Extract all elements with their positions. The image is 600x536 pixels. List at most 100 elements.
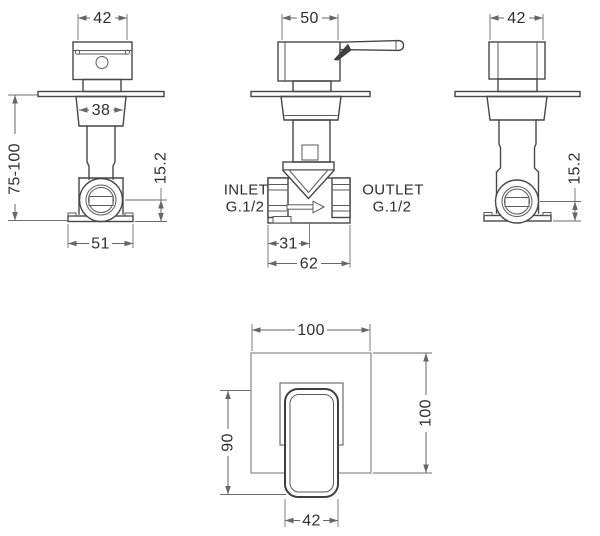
fitting-outline [267, 177, 289, 219]
valve-neck-tube [292, 119, 331, 163]
tube-right-edge [112, 125, 116, 180]
dim-escutcheon-width: 38 [79, 102, 123, 119]
dim-label-bg [89, 237, 112, 250]
wall-plate-edge [454, 90, 581, 98]
bracket-tab-left [483, 212, 493, 216]
handle-face [284, 388, 339, 498]
handle-cap [488, 41, 546, 80]
escutcheon-collar [75, 95, 127, 127]
dim-plate-width: 100 [251, 322, 371, 351]
body-shoulder [282, 161, 335, 171]
cap-screw-hole [95, 56, 109, 69]
dim-label-handle-width: 42 [302, 513, 320, 530]
valve-neck-tube [495, 119, 540, 173]
dim-right-handle-width: 42 [489, 10, 544, 40]
valve-mid-circle [85, 184, 117, 216]
dim-label-center-to-bracket: 15.2 [153, 152, 170, 184]
dim-install-depth: 75-100 [7, 94, 68, 221]
valve-slot [88, 196, 114, 206]
valve-cartridge-face [494, 179, 540, 224]
dim-label-bg [279, 237, 299, 250]
dim-label-bg [297, 11, 322, 25]
handle-stem [292, 80, 332, 93]
cap-corner-notch-left [74, 49, 81, 55]
outlet-thread-label: G.1/2 [373, 199, 412, 216]
fitting-outline [331, 177, 351, 219]
dim-handle-face-width: 42 [284, 499, 339, 530]
dim-label-bg [89, 103, 113, 117]
hex-fitting-outlet [331, 177, 351, 219]
dim-label-bg [504, 11, 529, 25]
flow-direction-arrow [286, 200, 326, 214]
collar-outline [280, 95, 342, 121]
dim-center-to-bracket-right: 15.2 [540, 152, 584, 222]
escutcheon-collar [486, 95, 548, 121]
handle-cap [72, 41, 133, 81]
dim-bracket-width: 51 [67, 224, 134, 253]
inlet-label: INLET [224, 182, 269, 199]
wall-plate-edge [37, 90, 165, 98]
valve-neck-tube [86, 125, 116, 180]
dim-inlet-to-center: 31 [268, 236, 310, 253]
dim-label-bg [295, 323, 327, 337]
wall-plate-edge [250, 90, 371, 98]
face-front-view: 100 100 90 42 [220, 322, 435, 530]
left-side-view: 42 38 51 75-100 15 [7, 10, 170, 253]
hex-fitting-inlet [267, 177, 289, 219]
dim-label-bg [300, 514, 323, 527]
escutcheon-collar [280, 95, 342, 121]
dim-handle-width-front: 50 [281, 10, 339, 40]
lever-handle [277, 39, 405, 82]
dim-label-install-depth: 75-100 [7, 143, 24, 195]
arrow-head [312, 200, 326, 214]
cartridge-square-port [301, 144, 319, 161]
tube-right-edge [533, 119, 540, 173]
dim-label-escutcheon-width: 38 [92, 102, 110, 119]
dim-label-center-to-bracket: 15.2 [567, 152, 584, 184]
lever-arm [339, 39, 405, 52]
outlet-label: OUTLET [362, 182, 424, 199]
dim-label-bg [297, 257, 321, 270]
dim-label-plate-width: 100 [297, 322, 325, 339]
mixing-funnel [282, 169, 335, 200]
dim-label-bracket-width: 51 [91, 236, 109, 253]
front-center-view: 50 31 62 INLET G.1/2 OUTLET G.1/2 [224, 10, 424, 273]
bracket-tab-left [67, 212, 77, 217]
handle-stem [497, 78, 538, 93]
valve-slot [504, 197, 530, 207]
tube-left-edge [86, 125, 90, 180]
valve-mid-circle [501, 186, 533, 217]
dim-plate-height: 100 [373, 352, 435, 474]
right-side-view: 42 15.2 [454, 10, 584, 224]
funnel-mask [283, 170, 334, 199]
handle-outer-outline [284, 388, 339, 498]
funnel-outer-v [282, 169, 335, 200]
inlet-label-group: INLET G.1/2 [224, 182, 269, 216]
dim-label-bg [419, 395, 433, 432]
handle-stem [82, 78, 122, 93]
valve-cartridge-face [78, 177, 124, 223]
handle-base [277, 41, 341, 82]
arrow-shaft [286, 204, 314, 210]
cap-corner-notch-right [124, 49, 131, 55]
handle-cap-outline [72, 41, 133, 81]
lever-pivot-wedge [333, 43, 352, 61]
dim-label-bg [7, 134, 23, 204]
body-foot-tab [272, 216, 292, 224]
dim-label-bg [221, 429, 235, 456]
dim-label-body-width: 62 [300, 256, 318, 273]
bracket-tab-right [124, 212, 134, 217]
dim-label-plate-height: 100 [418, 399, 435, 427]
dim-body-width: 62 [267, 225, 351, 273]
bracket-tab-right [542, 212, 552, 216]
dim-label-cap-width: 42 [93, 10, 111, 27]
dim-label-bg [90, 11, 115, 25]
dim-label-handle-width: 50 [300, 10, 318, 27]
inlet-thread-label: G.1/2 [226, 199, 265, 216]
dim-left-handle-width: 42 [77, 10, 128, 40]
dim-label-cap-width: 42 [507, 10, 525, 27]
outlet-label-group: OUTLET G.1/2 [362, 182, 424, 216]
dim-center-to-bracket-left: 15.2 [125, 152, 170, 222]
dim-label-handle-length: 90 [220, 433, 237, 451]
